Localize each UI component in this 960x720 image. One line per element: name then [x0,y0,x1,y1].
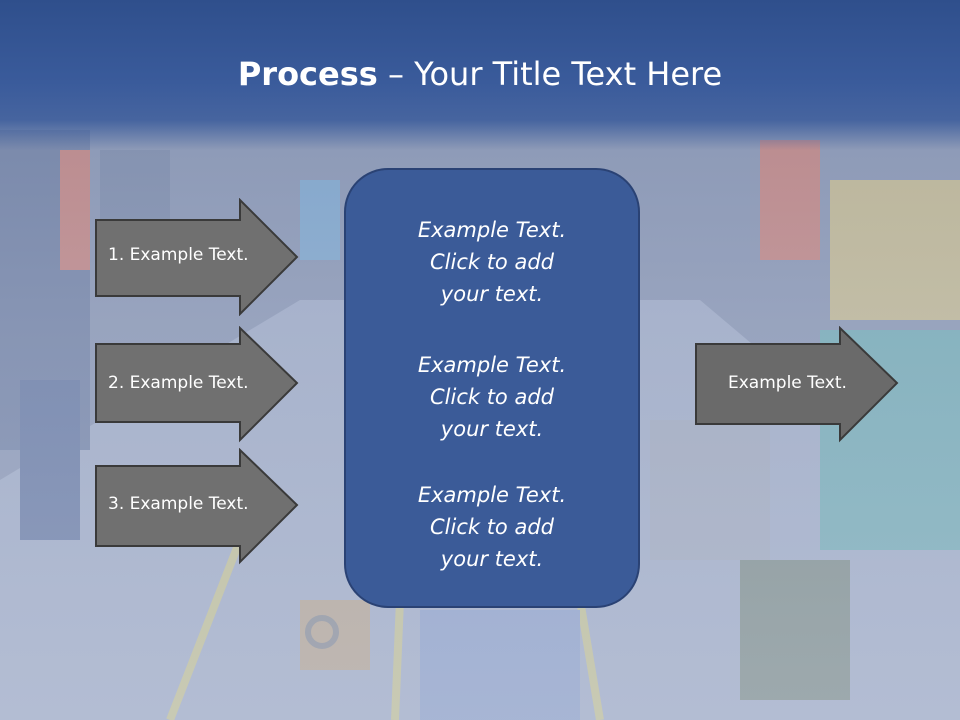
center-block-2: Example Text. Click to add your text. [346,349,638,445]
center-content-box[interactable]: Example Text. Click to add your text. Ex… [344,168,640,608]
result-arrow[interactable] [694,326,900,444]
title-dash: – [377,55,415,93]
center-block-1: Example Text. Click to add your text. [346,214,638,310]
step-label-2: 2. Example Text. [108,373,249,393]
center-block-3: Example Text. Click to add your text. [346,479,638,575]
result-label: Example Text. [728,373,847,393]
center-block-2-line1: Example Text. [417,353,567,377]
title-bold: Process [237,55,378,93]
center-block-3-line3: your text. [440,547,544,571]
center-block-3-line2: Click to add [429,515,554,539]
step-arrow-2[interactable] [94,326,300,444]
title-bar [0,0,960,150]
step-arrow-3[interactable] [94,448,300,566]
slide-title: Process – Your Title Text Here [0,52,960,96]
title-rest: Your Title Text Here [414,55,723,93]
center-block-3-line1: Example Text. [417,483,567,507]
center-block-1-line3: your text. [440,282,544,306]
step-label-1: 1. Example Text. [108,245,249,265]
center-block-2-line2: Click to add [429,385,554,409]
center-block-1-line2: Click to add [429,250,554,274]
step-label-3: 3. Example Text. [108,494,249,514]
step-arrow-1[interactable] [94,198,300,316]
center-block-2-line3: your text. [440,417,544,441]
center-block-1-line1: Example Text. [417,218,567,242]
